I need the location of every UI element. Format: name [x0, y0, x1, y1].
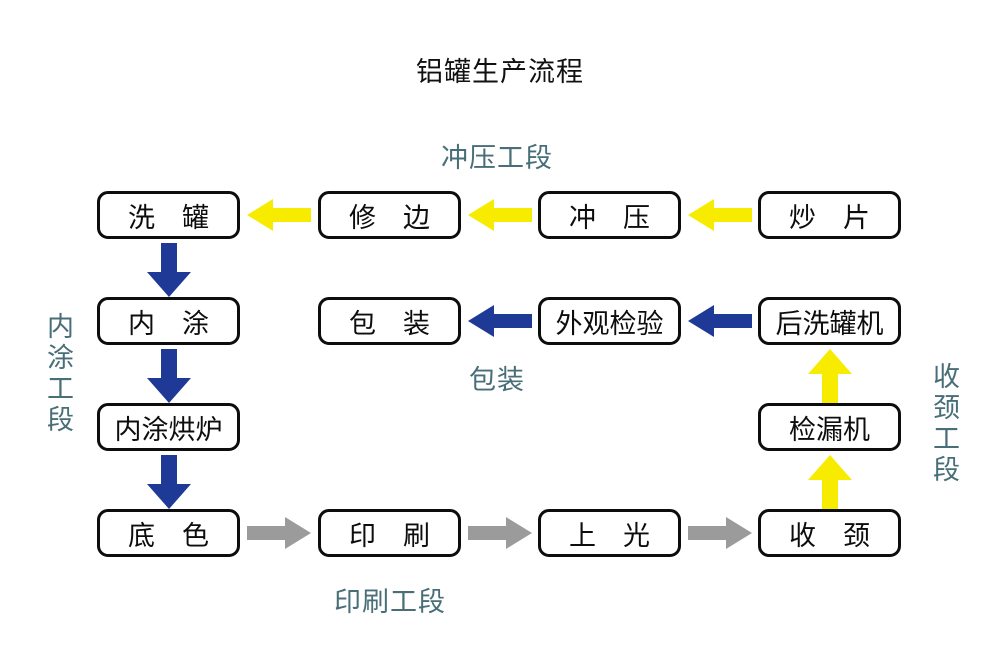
arrow-inner-coating-to-oven: [147, 349, 191, 403]
node-sheet: 炒 片: [758, 191, 901, 239]
arrow-printing-to-varnishing: [468, 517, 532, 549]
node-printing: 印 刷: [318, 509, 461, 557]
arrow-sheet-to-stamping: [688, 199, 752, 231]
arrow-wash-can-to-inner-coating: [147, 243, 191, 297]
arrow-leak-tester-to-post-washer: [808, 349, 852, 403]
page-title: 铝罐生产流程: [416, 57, 584, 88]
section-label-necking: 收颈工段: [928, 362, 959, 486]
node-post-washer: 后洗罐机: [758, 297, 901, 345]
node-base-coat: 底 色: [97, 509, 240, 557]
node-inner-coating-oven: 内涂烘炉: [97, 403, 240, 451]
arrow-necking-to-leak-tester: [808, 455, 852, 509]
node-stamping: 冲 压: [538, 191, 681, 239]
node-varnishing: 上 光: [538, 509, 681, 557]
arrow-trim-to-wash-can: [247, 199, 311, 231]
arrow-oven-to-base-coat: [147, 455, 191, 509]
arrow-varnishing-to-necking: [688, 517, 752, 549]
arrow-base-coat-to-printing: [247, 517, 311, 549]
node-wash-can: 洗 罐: [97, 191, 240, 239]
node-trimming: 修 边: [318, 191, 461, 239]
arrow-stamping-to-trim: [468, 199, 532, 231]
section-label-printing: 印刷工段: [334, 587, 446, 618]
node-inner-coating: 内 涂: [97, 297, 240, 345]
node-visual-inspection: 外观检验: [538, 297, 681, 345]
node-leak-tester: 检漏机: [758, 403, 901, 451]
arrow-inspection-to-packing: [468, 305, 532, 337]
section-label-inner-coating: 内涂工段: [42, 312, 73, 436]
section-label-stamping: 冲压工段: [441, 143, 553, 174]
section-label-packaging: 包装: [469, 365, 525, 396]
node-necking: 收 颈: [758, 509, 901, 557]
node-packing: 包 装: [318, 297, 461, 345]
arrow-post-washer-to-inspection: [688, 305, 752, 337]
